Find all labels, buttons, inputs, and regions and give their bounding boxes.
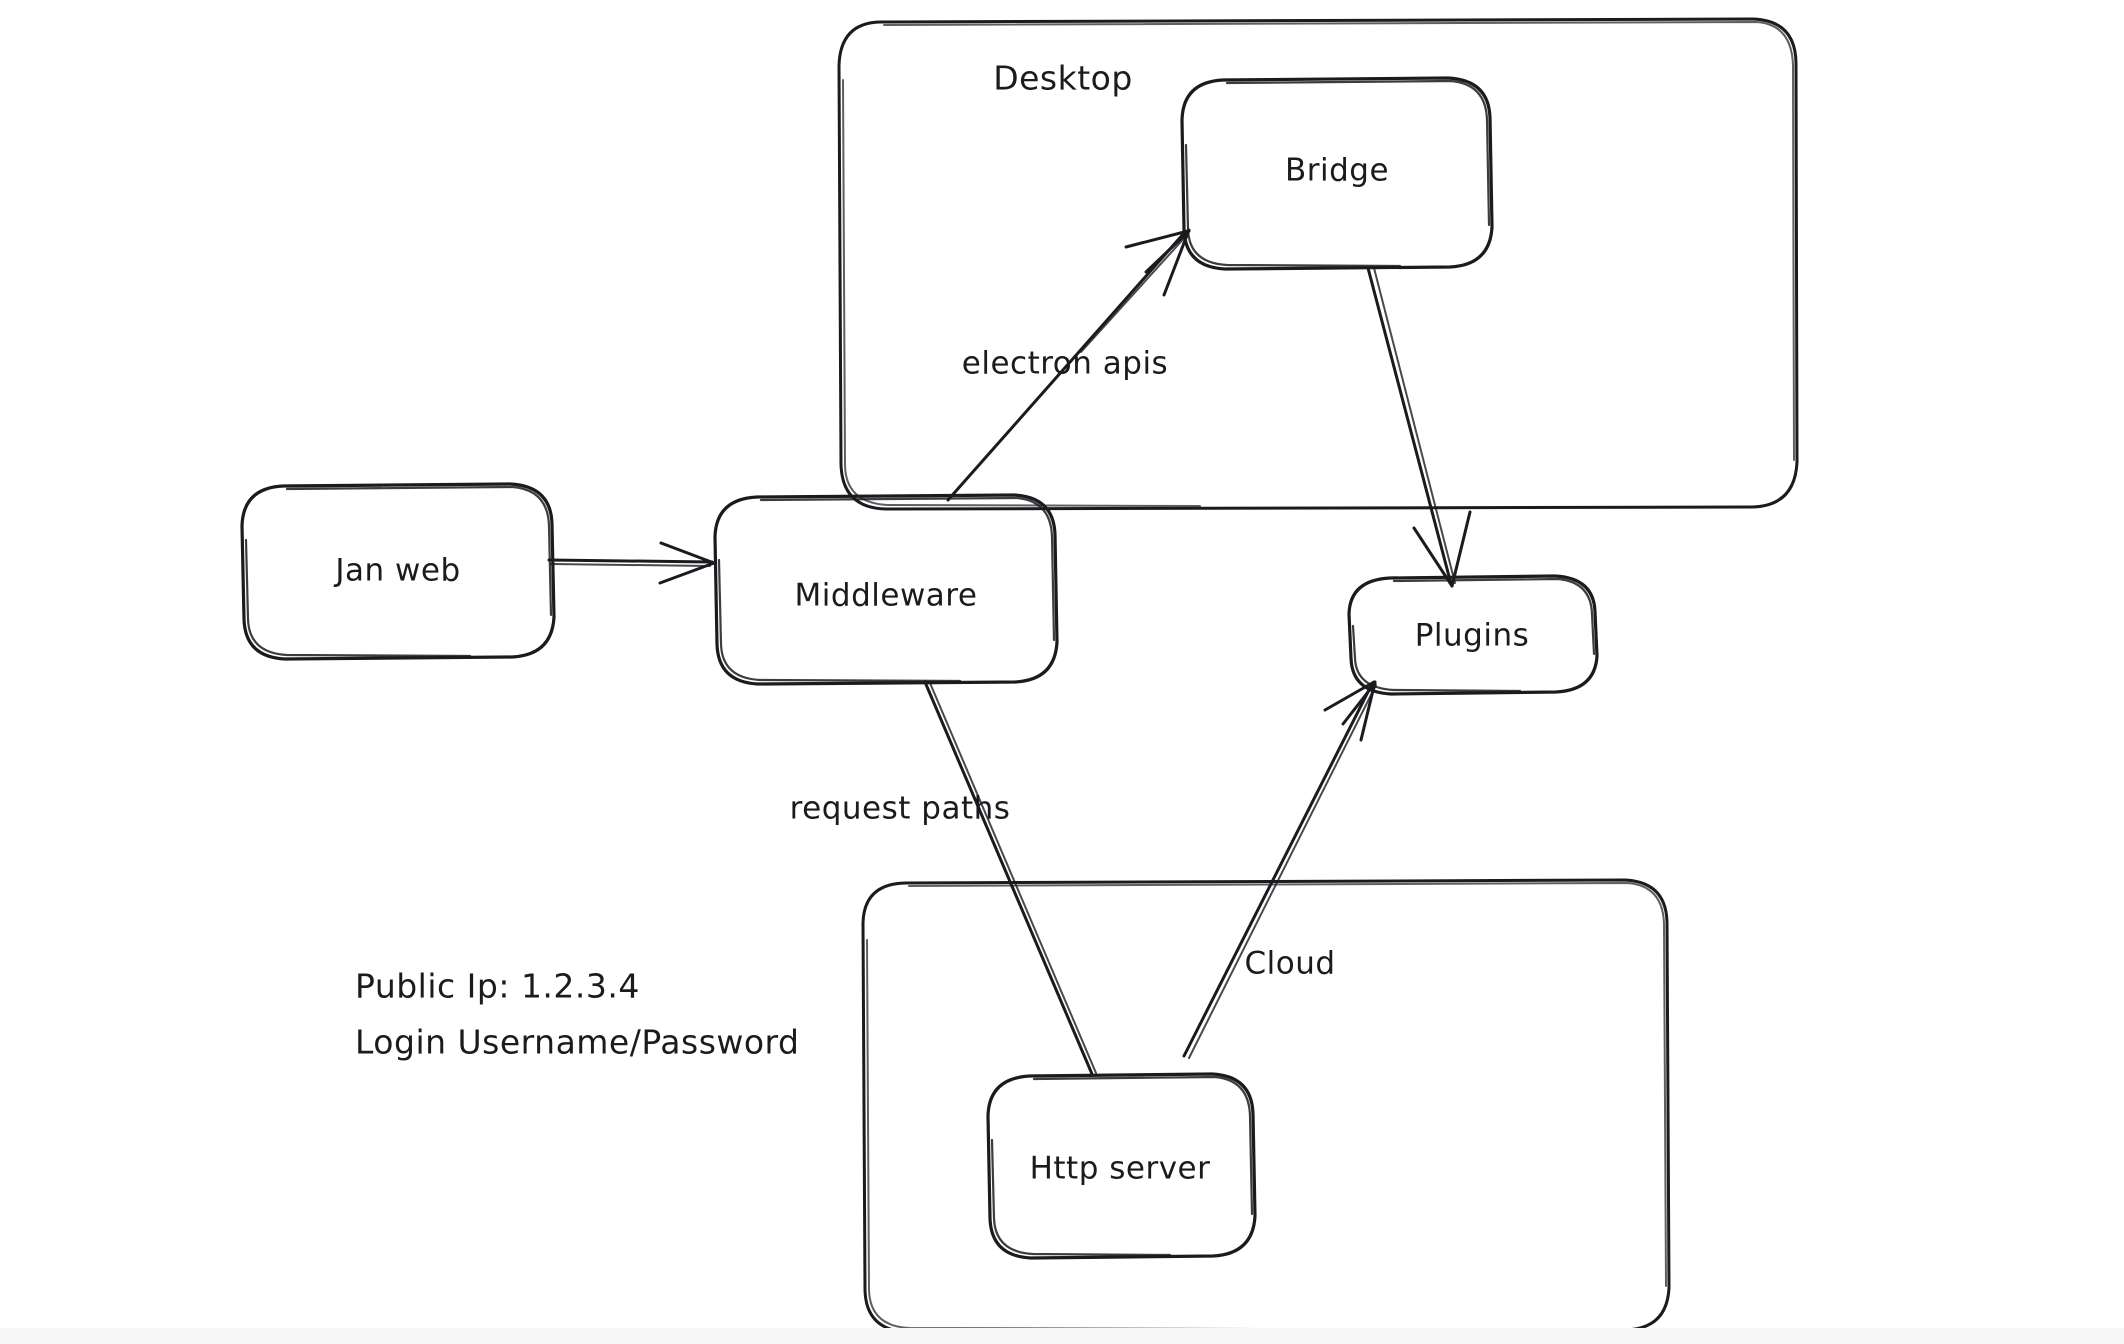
node-bridge[interactable]: Bridge: [1180, 76, 1494, 271]
node-middleware[interactable]: Middleware: [713, 493, 1059, 686]
node-label-http-server: Http server: [1030, 1151, 1211, 1187]
node-label-plugins: Plugins: [1415, 618, 1530, 654]
node-label-middleware: Middleware: [795, 578, 978, 614]
edge-http-server-to-plugins[interactable]: [1182, 680, 1377, 1059]
node-label-bridge: Bridge: [1285, 153, 1389, 189]
edge-janweb-to-middleware[interactable]: [547, 541, 716, 585]
edge-label-cloud: Cloud: [1244, 946, 1335, 982]
edge-label-request-paths: request paths: [790, 791, 1011, 827]
node-jan-web[interactable]: Jan web: [240, 482, 556, 661]
edge-label-electron-apis: electron apis: [962, 346, 1168, 382]
edge-bridge-to-plugins[interactable]: [1366, 266, 1472, 588]
edge-middleware-to-bridge[interactable]: [946, 228, 1191, 502]
node-http-server[interactable]: Http server: [986, 1072, 1257, 1260]
note-credentials: Login Username/Password: [355, 1023, 800, 1062]
node-label-jan-web: Jan web: [333, 553, 460, 589]
group-label-desktop: Desktop: [993, 59, 1133, 98]
edge-middleware-to-http-server[interactable]: [923, 680, 1097, 1076]
node-plugins[interactable]: Plugins: [1347, 574, 1599, 696]
bottom-edge-strip: [0, 1328, 2124, 1344]
group-desktop[interactable]: [837, 17, 1799, 511]
note-public-ip: Public Ip: 1.2.3.4: [355, 967, 640, 1006]
